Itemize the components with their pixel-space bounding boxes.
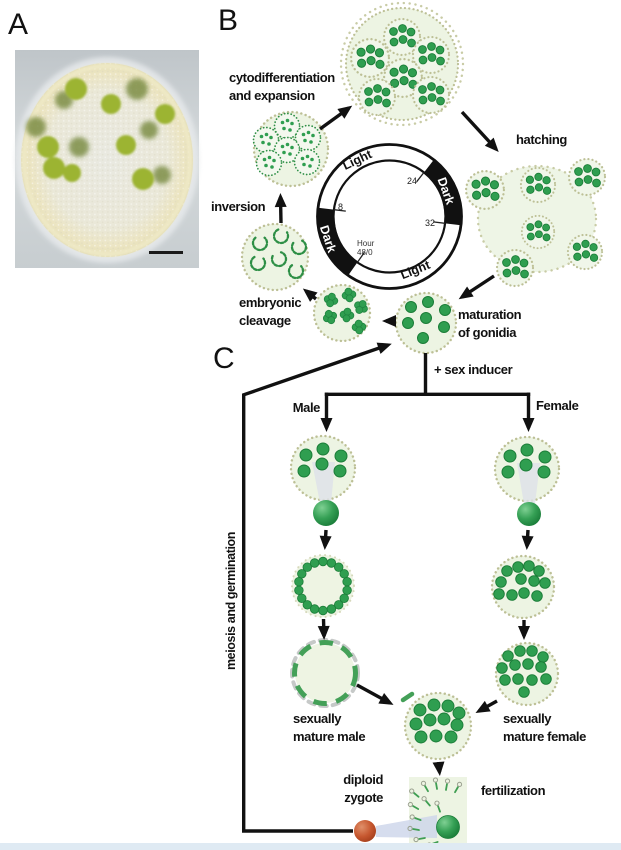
label-inversion: inversion (211, 199, 266, 214)
meiosis-return-line (242, 342, 392, 833)
scale-bar (149, 251, 183, 254)
panel-c-cycle (242, 342, 561, 848)
sperm-cells (407, 777, 463, 848)
label-maturation-line2: of gonidia (458, 325, 517, 340)
label-mature-female-line2: mature female (503, 729, 586, 744)
panel-a-photo (15, 50, 199, 268)
female-germ-cell (517, 502, 541, 526)
label-mature-male-line2: mature male (293, 729, 366, 744)
label-meiosis-germination: meiosis and germination (224, 531, 238, 671)
page-footer-strip (0, 843, 621, 850)
clock-tick-32-label: 32 (425, 218, 436, 228)
label-fertilization: fertilization (481, 783, 546, 798)
fertilization-illustration (354, 777, 467, 848)
clock-hour-start: 48/0 (357, 248, 373, 257)
panel-b-arrows (274, 105, 499, 327)
label-female: Female (536, 398, 579, 413)
label-embryonic-cleavage-line2: cleavage (239, 313, 291, 328)
panel-a-label: A (8, 8, 29, 41)
panel-b-label: B (218, 4, 239, 37)
colony-male-sperm-ring (291, 554, 355, 618)
panel-b-cycle (240, 1, 607, 355)
colony-hatching (464, 157, 607, 288)
clock-tick-8-label: 8 (338, 202, 344, 212)
label-maturation-line1: maturation (458, 307, 522, 322)
label-cytodifferentiation-line1: cytodifferentiation (229, 70, 335, 85)
dark-segment-upper (423, 159, 463, 226)
clock-diagram (316, 143, 463, 290)
colony-expanded (339, 1, 465, 127)
attraction-beam (376, 815, 437, 838)
label-male: Male (292, 400, 321, 415)
label-diploid-line1: diploid (343, 772, 383, 787)
label-sex-inducer: + sex inducer (434, 362, 513, 377)
clock-hour-word: Hour (357, 239, 375, 248)
colony-maturation (394, 291, 458, 355)
colony-cleavage (312, 283, 372, 343)
label-diploid-line2: zygote (344, 790, 383, 805)
sex-inducer-branch (320, 353, 535, 432)
panel-c-arrows (242, 342, 534, 833)
colony-female-eggs-early (490, 554, 556, 620)
sperm-packet (400, 691, 415, 703)
panel-c-label: C (213, 342, 235, 375)
colony-mature-male (290, 638, 360, 708)
colony-female-induced (493, 435, 561, 526)
colony-mature-female (494, 641, 560, 707)
clock-ticks (333, 171, 446, 263)
dark-segment-lower (316, 207, 358, 277)
male-germ-cell (313, 500, 339, 526)
colony-juvenile (252, 110, 330, 188)
label-mature-female-line1: sexually (503, 711, 552, 726)
label-cytodifferentiation-line2: and expansion (229, 88, 315, 103)
egg-cell (436, 815, 460, 839)
zygote (354, 820, 376, 842)
colony-inversion (240, 222, 310, 292)
gonidia-blobs-fuzzy (26, 78, 171, 184)
gonidia-blobs-bright (37, 78, 175, 190)
colony-fertilization (400, 691, 473, 761)
clock-tick-24-label: 24 (407, 176, 418, 186)
label-mature-male-line1: sexually (293, 711, 342, 726)
colony-male-induced (289, 434, 357, 526)
label-hatching: hatching (516, 132, 567, 147)
label-embryonic-cleavage-line1: embryonic (239, 295, 302, 310)
